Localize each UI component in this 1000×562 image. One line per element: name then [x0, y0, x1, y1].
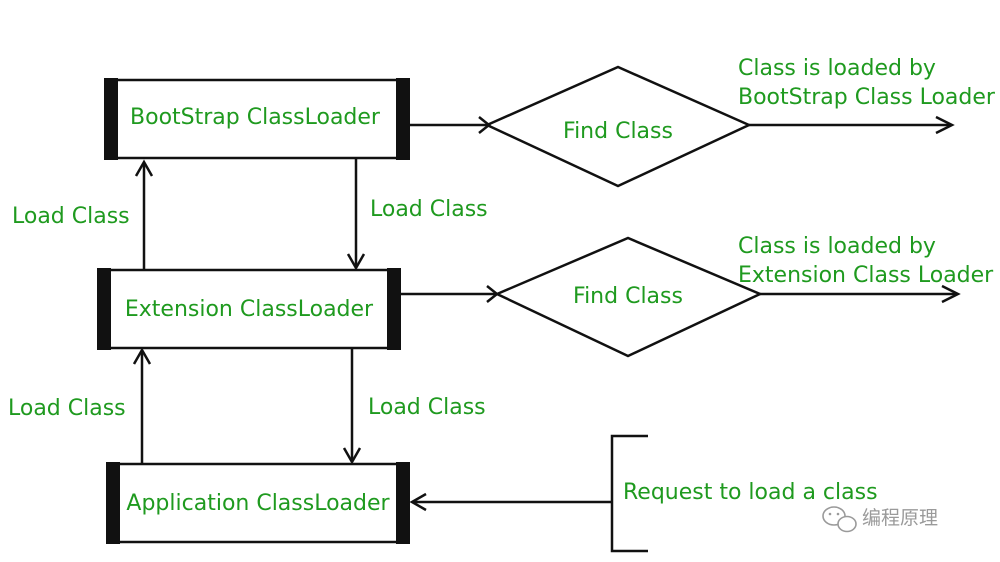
extension-result-line1: Class is loaded by — [738, 234, 936, 259]
arrow-request-to-application — [409, 492, 612, 512]
watermark: 编程原理 — [822, 506, 938, 533]
arrow-bootstrap-down-to-extension — [346, 158, 366, 271]
load-class-label-down-bottom: Load Class — [368, 395, 486, 420]
find-class-diamond-mid: Find Class — [493, 236, 764, 358]
arrow-application-up-to-extension — [132, 347, 152, 464]
arrow-extension-to-find — [401, 285, 500, 303]
arrow-find-to-bootstrap-result — [749, 115, 955, 135]
load-class-label-up-bottom: Load Class — [8, 396, 126, 421]
request-bracket — [610, 434, 648, 553]
bootstrap-result-line2: BootStrap Class Loader — [738, 85, 996, 110]
extension-classloader-label: Extension ClassLoader — [125, 297, 374, 322]
bootstrap-classloader-label: BootStrap ClassLoader — [130, 105, 381, 130]
find-class-label-top: Find Class — [563, 119, 673, 144]
arrow-bootstrap-to-find — [410, 116, 492, 134]
wechat-icon — [822, 506, 857, 533]
load-class-label-up-top: Load Class — [12, 204, 130, 229]
arrow-find-to-extension-result — [760, 284, 961, 304]
arrow-extension-down-to-application — [342, 348, 362, 465]
request-label: Request to load a class — [623, 480, 878, 505]
find-class-diamond-top: Find Class — [483, 65, 753, 188]
bootstrap-classloader-box: BootStrap ClassLoader — [104, 78, 410, 160]
arrow-extension-up-to-bootstrap — [134, 159, 154, 270]
application-classloader-box: Application ClassLoader — [106, 462, 410, 544]
watermark-text: 编程原理 — [862, 507, 938, 529]
load-class-label-down-top: Load Class — [370, 197, 488, 222]
application-classloader-label: Application ClassLoader — [126, 491, 390, 516]
extension-result-line2: Extension Class Loader — [738, 263, 994, 288]
extension-classloader-box: Extension ClassLoader — [97, 268, 401, 350]
bootstrap-result-line1: Class is loaded by — [738, 56, 936, 81]
find-class-label-mid: Find Class — [573, 284, 683, 309]
